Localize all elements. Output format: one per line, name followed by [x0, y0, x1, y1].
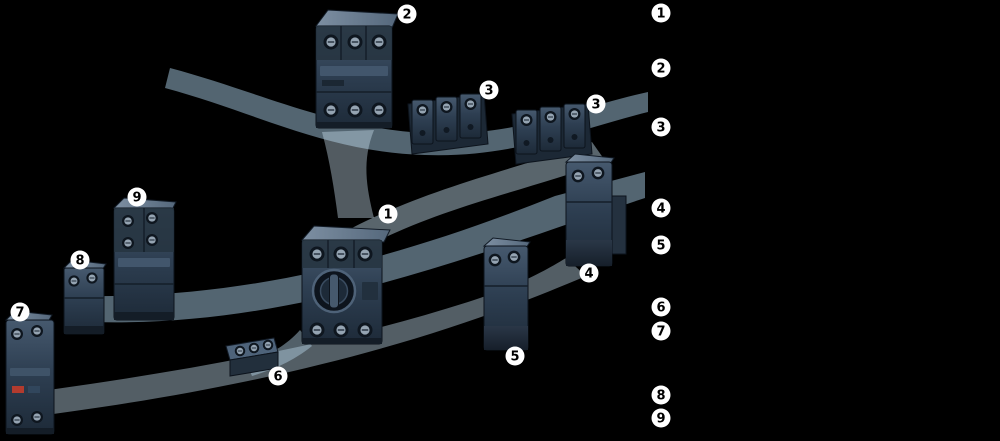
legend-label: 3: [656, 121, 665, 136]
legend-column: 1 2 3 4 5 6 7 8: [651, 3, 671, 428]
label-band: [320, 66, 388, 76]
legend-label: 1: [656, 7, 665, 22]
legend-circle: [651, 235, 671, 255]
component-motor-starter-protector-2: [315, 9, 399, 129]
callout-2-top: 2: [397, 4, 417, 24]
device-base-edge: [6, 428, 54, 434]
terminal-screws-bottom: [322, 101, 388, 119]
component-infeed-block-3-right: [511, 103, 593, 165]
callout-label: 7: [15, 306, 24, 321]
legend-circle: [651, 117, 671, 137]
callout-circle: [127, 187, 147, 207]
device-base-edge: [114, 312, 174, 320]
callout-1-main: 1: [378, 204, 398, 224]
component-infeed-block-3-left: [407, 93, 489, 155]
callout-circle: [479, 80, 499, 100]
marking-area: [362, 282, 378, 300]
legend-circle: [651, 321, 671, 341]
callout-circle: [70, 250, 90, 270]
legend-label: 2: [656, 62, 665, 77]
ribbon: [352, 142, 606, 246]
callout-circle: [505, 346, 525, 366]
legend-circle: [651, 408, 671, 428]
legend-label: 9: [656, 412, 665, 427]
pole-module: [515, 109, 538, 155]
legend-item-2: 2: [651, 58, 671, 78]
callout-label: 8: [75, 254, 84, 269]
marking-area: [322, 80, 344, 86]
red-indicator: [12, 386, 24, 393]
legend-item-4: 4: [651, 198, 671, 218]
pole-module: [435, 96, 458, 142]
callout-label: 3: [484, 84, 493, 99]
pole-module: [459, 93, 482, 139]
legend-item-8: 8: [651, 385, 671, 405]
legend-item-5: 5: [651, 235, 671, 255]
callout-5: 5: [505, 346, 525, 366]
ribbon: [34, 258, 586, 416]
device-top-face: [315, 9, 399, 29]
callout-6: 6: [268, 366, 288, 386]
label-band: [10, 368, 50, 376]
callout-circle: [268, 366, 288, 386]
label-band: [118, 258, 170, 267]
callout-9: 9: [127, 187, 147, 207]
callout-label: 2: [402, 8, 411, 23]
lower-section: [566, 240, 612, 266]
legend-circle: [651, 58, 671, 78]
callout-circle: [397, 4, 417, 24]
component-side-accessory-7: [4, 310, 55, 435]
legend-item-3: 3: [651, 117, 671, 137]
component-side-accessory-5: [482, 237, 531, 351]
callout-7: 7: [10, 302, 30, 322]
terminal-screws-bottom: [308, 321, 374, 339]
rotary-knob: [311, 268, 357, 314]
ribbon: [322, 130, 374, 218]
legend-item-6: 6: [651, 297, 671, 317]
callout-label: 6: [273, 370, 282, 385]
callout-circle: [586, 94, 606, 114]
device-base-edge: [64, 326, 104, 334]
terminal-screws-top: [322, 33, 388, 51]
marking-area: [28, 386, 40, 393]
callout-circle: [378, 204, 398, 224]
pole-module: [563, 103, 586, 149]
component-motor-starter-protector-1: [300, 225, 391, 345]
component-side-accessory-4: [564, 153, 627, 267]
callout-label: 5: [510, 350, 519, 365]
terminal-screws-top: [308, 245, 374, 263]
callout-label: 9: [132, 191, 141, 206]
legend-circle: [651, 385, 671, 405]
legend-circle: [651, 198, 671, 218]
callout-circle: [10, 302, 30, 322]
component-side-accessory-8: [62, 259, 107, 335]
callout-4: 4: [579, 263, 599, 283]
callout-circle: [579, 263, 599, 283]
pole-module: [411, 99, 434, 145]
legend-item-1: 1: [651, 3, 671, 23]
callout-3-right: 3: [586, 94, 606, 114]
legend-label: 7: [656, 325, 665, 340]
pole-module: [539, 106, 562, 152]
callout-8: 8: [70, 250, 90, 270]
side-extension: [611, 195, 627, 255]
callout-label: 3: [591, 98, 600, 113]
component-side-accessory-9: [112, 197, 177, 321]
legend-circle: [651, 297, 671, 317]
callout-label: 1: [383, 208, 392, 223]
device-base-edge: [316, 122, 392, 128]
legend-label: 6: [656, 301, 665, 316]
device-base-edge: [302, 338, 382, 344]
legend-label: 5: [656, 239, 665, 254]
legend-item-7: 7: [651, 321, 671, 341]
legend-circle: [651, 3, 671, 23]
legend-item-9: 9: [651, 408, 671, 428]
legend-label: 8: [656, 389, 665, 404]
callout-label: 4: [584, 267, 593, 282]
legend-label: 4: [656, 202, 665, 217]
lower-section: [484, 326, 528, 350]
callout-3-left: 3: [479, 80, 499, 100]
